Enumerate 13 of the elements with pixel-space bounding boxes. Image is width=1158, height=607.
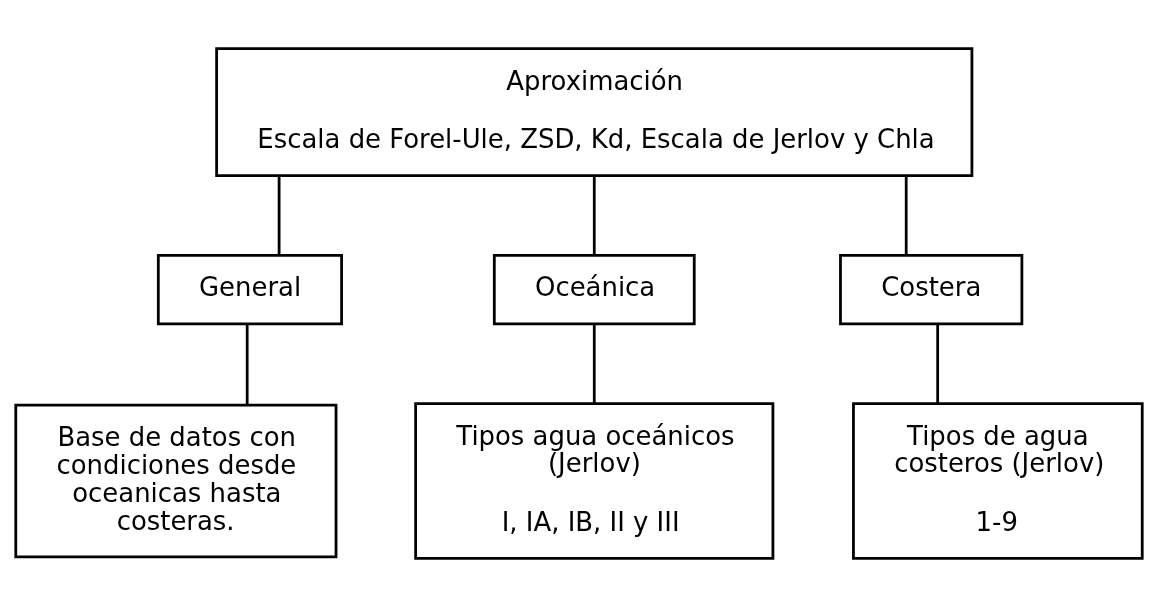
node-box: Tipos de agua costeros (Jerlov) 1-9 [852, 402, 1144, 560]
node-box: Base de datos con condiciones desde oceanicas hasta costeras. [14, 403, 338, 559]
connector [936, 324, 940, 404]
node-box: Costera [839, 254, 1024, 326]
node-box: Tipos agua oceánicos (Jerlov) I, IA, IB, II y III [414, 402, 775, 560]
node-box: Oceánica [492, 254, 696, 326]
connector [592, 324, 596, 404]
connector [245, 324, 249, 405]
connector [592, 175, 596, 256]
node-box: General [156, 254, 343, 326]
node-box: Aproximación Escala de Forel-Ule, ZSD, Kd, Escala de Jerlov y Chla [215, 47, 974, 177]
connector [277, 175, 281, 256]
connector [904, 175, 908, 256]
